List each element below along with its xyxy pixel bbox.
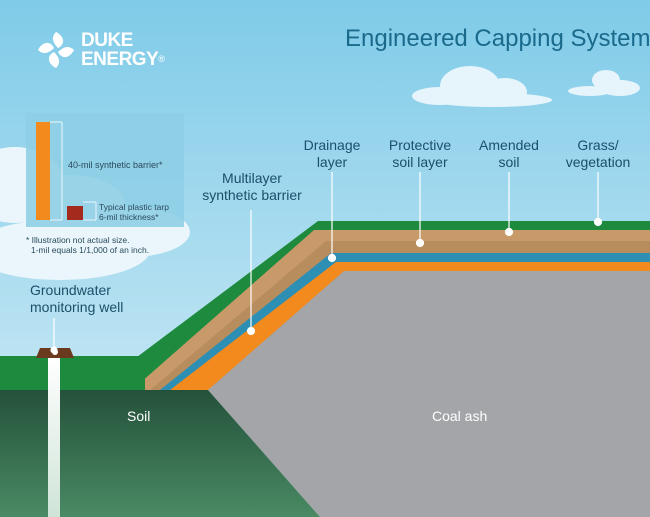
brand-name-line1: DUKE	[81, 30, 133, 51]
inset-barrier-label: 40-mil synthetic barrier*	[68, 160, 163, 170]
label-monitoring-well: Groundwater monitoring well	[30, 282, 124, 315]
tarp-bar	[67, 206, 83, 220]
leader-lines	[50, 172, 603, 354]
label-amended-soil: Amended soil	[479, 137, 539, 170]
brand-wordmark: DUKE ENERGY®	[81, 30, 165, 70]
well-pipe	[48, 356, 60, 517]
registered-mark: ®	[158, 54, 165, 64]
inset-tarp-label: Typical plastic tarp 6-mil thickness*	[99, 202, 169, 222]
inset-graphic	[26, 113, 184, 227]
inset-footnote: * Illustration not actual size. 1-mil eq…	[26, 235, 150, 255]
brand-name-line2: ENERGY	[81, 49, 159, 70]
label-drainage-layer: Drainage layer	[303, 137, 361, 170]
page-title: Engineered Capping System	[345, 25, 650, 52]
barrier-bar	[36, 122, 50, 220]
label-coal-ash: Coal ash	[432, 408, 488, 424]
cloud-right	[412, 66, 640, 107]
duke-energy-logo: DUKE ENERGY®	[36, 30, 165, 70]
label-multilayer-barrier: Multilayer synthetic barrier	[202, 170, 302, 203]
native-soil	[0, 390, 320, 517]
cap-layers	[132, 221, 650, 517]
label-protective-soil: Protective soil layer	[388, 137, 452, 170]
label-soil: Soil	[127, 408, 151, 424]
duke-energy-mark-icon	[38, 32, 74, 68]
coal-ash-body	[208, 271, 650, 517]
label-grass-vegetation: Grass/ vegetation	[565, 137, 631, 170]
surface-grass	[0, 356, 145, 390]
